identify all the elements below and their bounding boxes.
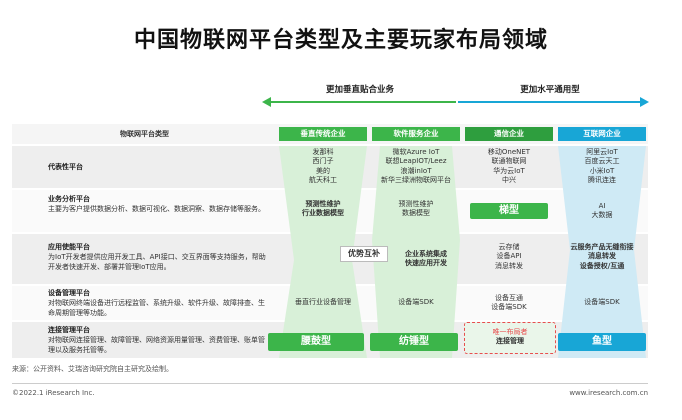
waist-drum-badge: 腰鼓型 [268, 333, 364, 351]
row-label-app: 应用使能平台 为IoT开发者提供应用开发工具、API接口、交互界面等支持服务，帮… [48, 242, 270, 272]
row-label-analytics: 业务分析平台 主要为客户提供数据分析、数据可视化、数据洞察、数据存储等服务。 [48, 194, 270, 214]
spindle-badge: 纺锤型 [370, 333, 458, 351]
source-note: 来源：公开资料、艾瑞咨询研究院自主研究及绘制。 [12, 365, 173, 373]
row-title-device: 设备管理平台 [48, 289, 90, 297]
cell-platforms-vertical: 发那科 西门子 美的 航天科工 [309, 148, 337, 184]
only-player-note: 唯一布局者 [492, 328, 528, 336]
row-desc-device: 对物联网终端设备进行远程监管、系统升级、软件升级、故障排查、生命周期管理等功能。 [48, 299, 265, 317]
cell-platforms-telecom: 移动OneNET 联通物联网 华为云IoT 中兴 [487, 148, 531, 184]
arrow-right-label: 更加水平通用型 [520, 85, 580, 95]
page-title: 中国物联网平台类型及主要玩家布局领域 [133, 28, 548, 53]
footer-divider [12, 383, 648, 384]
cell-device-internet: 设备端SDK [584, 298, 620, 306]
row-desc-app: 为IoT开发者提供应用开发工具、API接口、交互界面等支持服务，帮助开发者快速开… [48, 253, 266, 271]
column-header-vertical: 垂直传统企业 [279, 127, 367, 141]
complementary-advantage-tag: 优势互补 [340, 246, 388, 262]
row-label-device: 设备管理平台 对物联网终端设备进行远程监管、系统升级、软件升级、故障排查、生命周… [48, 288, 270, 318]
ladder-badge: 梯型 [470, 203, 548, 219]
column-header-telecom: 通信企业 [465, 127, 553, 141]
cell-device-vertical: 垂直行业设备管理 [295, 298, 351, 306]
cell-device-software: 设备端SDK [398, 298, 434, 306]
spindle-shape-software [372, 146, 460, 358]
row-title-text: 代表性平台 [48, 163, 83, 171]
cell-analytics-vertical: 预测性维护 行业数据模型 [302, 200, 344, 218]
row-title-analytics: 业务分析平台 [48, 195, 90, 203]
connection-management-label: 连接管理 [496, 337, 524, 346]
cell-platforms-software: 微软Azure IoT 联想LeapIOT/Leez 浪潮inIoT 新华三绿洲… [381, 148, 451, 184]
copyright: ©2022.1 iResearch Inc. [12, 389, 95, 397]
row-title-platforms: 代表性平台 [48, 162, 83, 172]
cell-app-software: 企业系统集成 快速应用开发 [405, 250, 447, 268]
arrow-left-line [270, 101, 456, 103]
fish-shape-internet [558, 146, 646, 358]
hourglass-shape-vertical [279, 146, 367, 358]
connection-telecom-box: 唯一布局者连接管理 [464, 322, 556, 354]
row-title-app: 应用使能平台 [48, 243, 90, 251]
arrow-left-head [262, 97, 271, 107]
row-desc-connection: 对物联网连接管理、故障管理、网络资源用量管理、资费管理、账单管理以及服务托管等。 [48, 336, 265, 354]
arrow-left-label: 更加垂直贴合业务 [325, 85, 394, 95]
website-link[interactable]: www.iresearch.com.cn [569, 389, 648, 397]
cell-app-telecom: 云存储 设备API 消息转发 [495, 243, 523, 270]
column-header-software: 软件服务企业 [372, 127, 460, 141]
cell-connection-telecom: 唯一布局者连接管理 [465, 323, 555, 347]
row-desc-analytics: 主要为客户提供数据分析、数据可视化、数据洞察、数据存储等服务。 [48, 205, 265, 213]
cell-app-internet: 云服务产品无缝衔接 消息转发 设备授权/互通 [570, 243, 634, 270]
arrow-right-line [458, 101, 641, 103]
row-title-connection: 连接管理平台 [48, 326, 90, 334]
horizontal-arrow [458, 96, 650, 108]
cell-platforms-internet: 阿里云IoT 百度云天工 小米IoT 腾讯连连 [584, 148, 620, 184]
column-header-internet: 互联网企业 [558, 127, 646, 141]
cell-analytics-software: 预测性维护 数据模型 [398, 200, 434, 218]
table-header-label: 物联网平台类型 [120, 130, 169, 138]
fish-badge: 鱼型 [558, 333, 646, 351]
arrow-right-head [640, 97, 649, 107]
row-label-connection: 连接管理平台 对物联网连接管理、故障管理、网络资源用量管理、资费管理、账单管理以… [48, 325, 270, 355]
cell-analytics-internet: AI 大数据 [591, 202, 613, 220]
vertical-arrow [262, 96, 458, 108]
cell-device-telecom: 设备互通 设备端SDK [491, 294, 527, 312]
